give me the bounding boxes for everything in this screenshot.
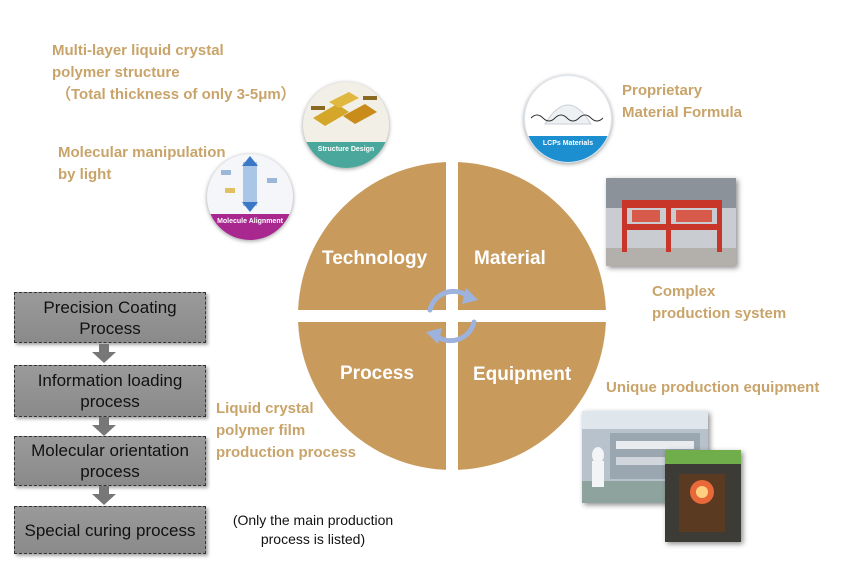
lcfilm-line2: polymer film	[216, 422, 306, 439]
process-note: (Only the main production process is lis…	[232, 512, 394, 547]
quadrant-equipment-label: Equipment	[473, 364, 572, 385]
structure-layers-icon	[311, 92, 377, 126]
proprietary-label: Proprietary Material Formula	[622, 80, 742, 124]
molecule-alignment-bubble: Molecule Alignment	[207, 154, 293, 240]
complex-line2: production system	[652, 305, 787, 322]
step-arrow-icon	[92, 486, 116, 505]
quadrant-process-shape	[298, 322, 446, 470]
proprietary-line1: Proprietary	[622, 82, 703, 99]
glowing-film-icon	[665, 450, 741, 532]
production-frame-icon	[606, 178, 736, 266]
step-precision-coating: Precision Coating Process	[14, 292, 206, 343]
lcfilm-line3: production process	[216, 444, 357, 461]
quadrant-technology-shape	[298, 162, 446, 310]
molecule-alignment-icon	[221, 156, 277, 212]
step-arrow-icon	[92, 417, 116, 436]
unique-label: Unique production equipment	[606, 379, 820, 396]
step-information-loading: Information loading process	[14, 365, 206, 417]
quadrant-material-shape	[458, 162, 606, 310]
structure-design-bubble: Structure Design	[303, 82, 389, 168]
multilayer-line1: Multi-layer liquid crystal	[52, 42, 224, 59]
complex-label: Complex production system	[652, 281, 786, 325]
equipment-photo-inspection	[665, 450, 741, 542]
quadrant-process-label: Process	[340, 363, 414, 384]
structure-design-caption: Structure Design	[303, 142, 389, 168]
production-system-photo	[606, 178, 736, 266]
molecular-line1: Molecular manipulation	[58, 144, 226, 161]
complex-line1: Complex	[652, 283, 716, 300]
quadrant-circle	[298, 162, 606, 470]
multilayer-label: Multi-layer liquid crystal polymer struc…	[52, 40, 296, 106]
material-powder-icon	[530, 104, 604, 125]
lcps-materials-bubble: LCPs Materials	[524, 75, 612, 163]
lcps-materials-caption: LCPs Materials	[525, 136, 611, 162]
step-special-curing: Special curing process	[14, 506, 206, 554]
step-arrow-icon	[92, 344, 116, 363]
molecular-label: Molecular manipulation by light	[58, 142, 226, 186]
lcfilm-line1: Liquid crystal	[216, 400, 314, 417]
molecule-alignment-caption: Molecule Alignment	[207, 214, 293, 240]
molecular-line2: by light	[58, 166, 112, 183]
multilayer-line2: polymer structure	[52, 64, 180, 81]
step-molecular-orientation: Molecular orientation process	[14, 436, 206, 486]
quadrant-technology-label: Technology	[322, 248, 428, 269]
proprietary-line2: Material Formula	[622, 104, 743, 121]
multilayer-line3: （Total thickness of only 3-5μm）	[56, 86, 296, 103]
quadrant-material-label: Material	[474, 248, 546, 269]
lcfilm-label: Liquid crystal polymer film production p…	[216, 398, 356, 464]
